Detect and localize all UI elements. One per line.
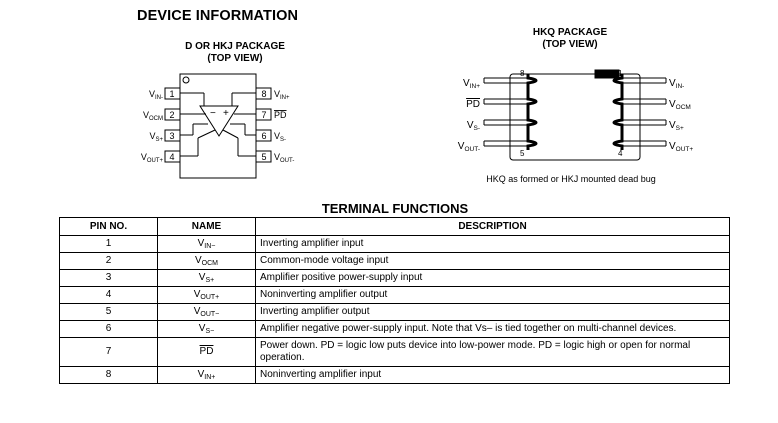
hkq-label-vout-plus: VOUT+ xyxy=(669,141,693,153)
pin-number-3: 3 xyxy=(169,131,174,141)
hkq-label-vout-minus: VOUT- xyxy=(458,141,480,153)
table-row: 5 VOUT− Inverting amplifier output xyxy=(59,303,730,321)
table-row: 7 PD Power down. PD = logic low puts dev… xyxy=(59,337,730,367)
header-pin-no: PIN NO. xyxy=(59,217,158,236)
description-cell: Amplifier negative power-supply input. N… xyxy=(255,320,730,338)
hkq-caption: HKQ as formed or HKJ mounted dead bug xyxy=(486,174,656,184)
hkq-label-vs-minus: VS- xyxy=(467,120,480,132)
pin-cell: 5 xyxy=(59,303,158,321)
table-row: 3 VS+ Amplifier positive power-supply in… xyxy=(59,269,730,287)
pin-number-4: 4 xyxy=(169,152,174,162)
label-vin-plus: VIN+ xyxy=(274,89,290,101)
name-cell: VOUT− xyxy=(157,303,256,321)
table-row: 6 VS− Amplifier negative power-supply in… xyxy=(59,320,730,338)
pin-cell: 7 xyxy=(59,337,158,367)
name-cell: PD xyxy=(157,337,256,367)
hkq-pin-1: 1 xyxy=(618,69,623,78)
description-cell: Inverting amplifier input xyxy=(255,235,730,253)
right-pins: 8 7 6 5 xyxy=(255,87,272,163)
pin-cell: 8 xyxy=(59,366,158,384)
name-cell: VS− xyxy=(157,320,256,338)
pin-number-8: 8 xyxy=(261,89,266,99)
d-hkj-package-title: D OR HKJ PACKAGE (TOP VIEW) xyxy=(160,41,310,65)
hkq-pin-5: 5 xyxy=(520,149,525,158)
pin-number-2: 2 xyxy=(169,110,174,120)
label-vin-minus: VIN- xyxy=(149,89,163,101)
pin-number-1: 1 xyxy=(169,89,174,99)
pin-cell: 1 xyxy=(59,235,158,253)
amp-minus-label: − xyxy=(210,108,216,119)
device-information-title: DEVICE INFORMATION xyxy=(137,8,299,24)
description-cell: Noninverting amplifier output xyxy=(255,286,730,304)
hkq-label-vs-plus: VS+ xyxy=(669,120,684,132)
description-cell: Amplifier positive power-supply input xyxy=(255,269,730,287)
hkq-label-vin-minus: VIN- xyxy=(669,78,684,90)
pin1-marker xyxy=(182,76,190,84)
table-row: 4 VOUT+ Noninverting amplifier output xyxy=(59,286,730,304)
hkq-body xyxy=(509,73,641,161)
hkq-package-diagram: 8 5 1 4 VIN+ PD VS- VOUT- VIN- VOCM VS+ … xyxy=(458,69,693,161)
hkq-left-leads xyxy=(483,74,538,150)
pin-cell: 6 xyxy=(59,320,158,338)
table-row: 8 VIN+ Noninverting amplifier input xyxy=(59,366,730,384)
terminal-functions-table: PIN NO. NAME DESCRIPTION 1 VIN− Invertin… xyxy=(59,217,730,384)
pin-cell: 2 xyxy=(59,252,158,270)
name-cell: VS+ xyxy=(157,269,256,287)
name-cell: VOUT+ xyxy=(157,286,256,304)
pin-cell: 4 xyxy=(59,286,158,304)
name-cell: VOCM xyxy=(157,252,256,270)
name-cell: VIN− xyxy=(157,235,256,253)
table-header-row: PIN NO. NAME DESCRIPTION xyxy=(59,217,730,236)
pin-number-6: 6 xyxy=(261,131,266,141)
description-cell: Inverting amplifier output xyxy=(255,303,730,321)
header-description: DESCRIPTION xyxy=(255,217,730,236)
hkq-pin-4: 4 xyxy=(618,149,623,158)
pkg-b-view: (TOP VIEW) xyxy=(542,39,598,50)
label-pd: PD xyxy=(274,110,287,120)
amplifier-symbol xyxy=(180,92,256,157)
d-hkj-package-diagram: 1 2 3 4 8 7 6 5 − + VIN- xyxy=(141,73,294,179)
name-cell: VIN+ xyxy=(157,366,256,384)
hkq-label-pd: PD xyxy=(466,99,480,110)
pkg-a-view: (TOP VIEW) xyxy=(207,53,263,64)
hkq-right-leads xyxy=(594,69,667,150)
hkq-label-vocm: VOCM xyxy=(669,99,691,111)
hkq-label-vin-plus: VIN+ xyxy=(463,78,480,90)
pin-cell: 3 xyxy=(59,269,158,287)
pkg-a-name: D OR HKJ PACKAGE xyxy=(185,41,285,52)
header-name: NAME xyxy=(157,217,256,236)
label-vocm: VOCM xyxy=(143,110,163,122)
label-vout-minus: VOUT- xyxy=(274,152,294,164)
left-pins: 1 2 3 4 xyxy=(164,87,181,163)
hkq-package-title: HKQ PACKAGE (TOP VIEW) xyxy=(490,27,650,51)
amp-plus-label: + xyxy=(223,108,229,119)
terminal-functions-title: TERMINAL FUNCTIONS xyxy=(321,201,469,216)
label-vout-plus: VOUT+ xyxy=(141,152,164,164)
description-cell: Common-mode voltage input xyxy=(255,252,730,270)
pin-number-7: 7 xyxy=(261,110,266,120)
table-row: 2 VOCM Common-mode voltage input xyxy=(59,252,730,270)
label-vs-minus: VS- xyxy=(274,131,286,143)
description-cell: Power down. PD = logic low puts device i… xyxy=(255,337,730,367)
hkq-pin-8: 8 xyxy=(520,69,525,78)
pkg-b-name: HKQ PACKAGE xyxy=(532,27,608,38)
table-row: 1 VIN− Inverting amplifier input xyxy=(59,235,730,253)
description-cell: Noninverting amplifier input xyxy=(255,366,730,384)
pin-number-5: 5 xyxy=(261,152,266,162)
label-vs-plus: VS+ xyxy=(149,131,163,143)
